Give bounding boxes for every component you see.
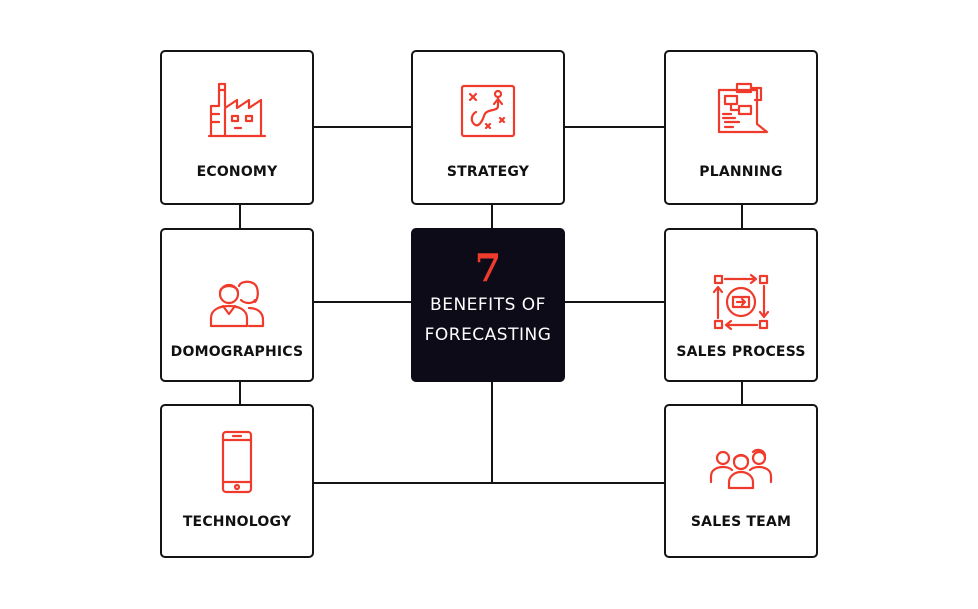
- people-icon: [205, 272, 269, 336]
- node-label: STRATEGY: [446, 164, 530, 180]
- strategy-map-icon: [456, 78, 520, 142]
- center-title-line2: FORECASTING: [424, 325, 552, 345]
- node-demographics: DOMOGRAPHICS: [160, 228, 314, 382]
- center-box: 7 BENEFITS OF FORECASTING: [411, 228, 565, 382]
- node-economy: ECONOMY: [160, 50, 314, 205]
- smartphone-icon: [205, 430, 269, 494]
- node-planning: PLANNING: [664, 50, 818, 205]
- node-sales-process: SALES PROCESS: [664, 228, 818, 382]
- node-strategy: STRATEGY: [411, 50, 565, 205]
- node-label: ECONOMY: [196, 164, 278, 180]
- node-label: TECHNOLOGY: [182, 514, 292, 530]
- planning-board-icon: [709, 78, 773, 142]
- node-label: PLANNING: [699, 164, 783, 180]
- node-technology: TECHNOLOGY: [160, 404, 314, 558]
- factory-icon: [205, 78, 269, 142]
- center-number: 7: [474, 245, 502, 290]
- process-cycle-icon: [709, 270, 773, 334]
- node-label: SALES TEAM: [690, 514, 792, 530]
- node-label: SALES PROCESS: [676, 344, 806, 360]
- center-title-line1: BENEFITS OF: [430, 295, 546, 315]
- node-sales-team: SALES TEAM: [664, 404, 818, 558]
- node-label: DOMOGRAPHICS: [170, 344, 304, 360]
- team-icon: [709, 442, 773, 506]
